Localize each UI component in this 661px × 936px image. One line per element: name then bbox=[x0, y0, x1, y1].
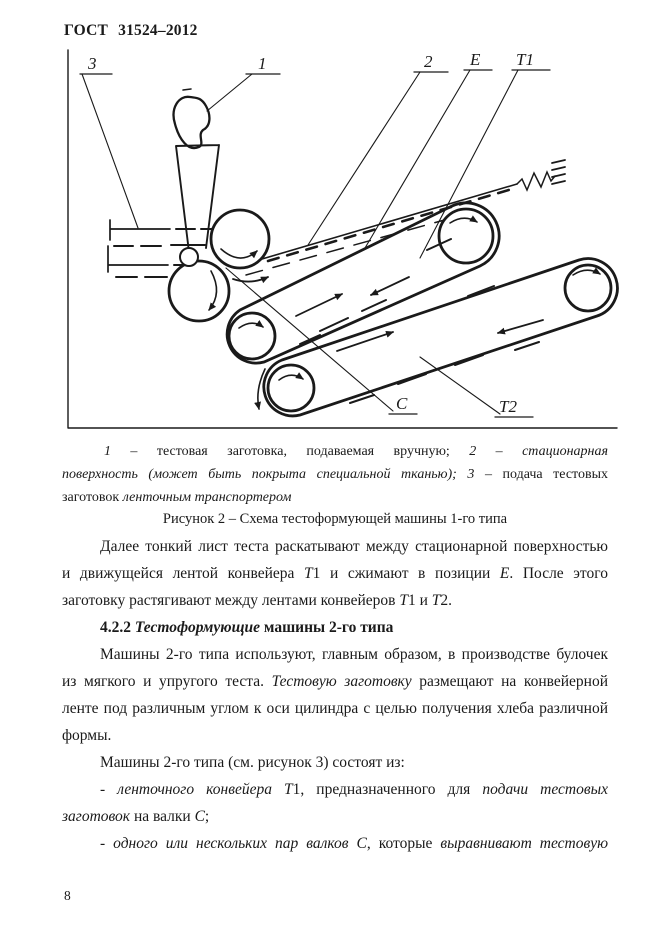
page-number: 8 bbox=[64, 888, 71, 903]
document-header: ГОСТ 31524–2012 bbox=[64, 22, 198, 39]
label-t2: Т2 bbox=[499, 397, 517, 416]
spring-anchor bbox=[551, 159, 566, 185]
figure-labels: 3 1 2 Е Т1 С Т2 bbox=[87, 50, 534, 416]
text-line: Машины 2-го типа используют, главным обр… bbox=[100, 646, 608, 663]
hopper bbox=[175, 144, 220, 253]
roller-t1-left bbox=[227, 311, 277, 361]
belt-t1 bbox=[225, 201, 501, 365]
text-line: и движущейся лентой конвейера Т1 и сжима… bbox=[62, 565, 608, 582]
text-line: заготовок на валки С; bbox=[62, 808, 210, 825]
text-line: 4.2.2 Тестоформующие машины 2-го типа bbox=[100, 619, 394, 636]
tension-spring bbox=[516, 170, 556, 192]
text-line: поверхность (может быть покрыта специаль… bbox=[62, 467, 609, 482]
dough-piece-tick bbox=[182, 88, 192, 91]
label-e: Е bbox=[469, 50, 481, 69]
pressure-roller bbox=[179, 247, 199, 267]
rotation-arrows bbox=[208, 215, 601, 410]
text-line: Машины 2-го типа (см. рисунок 3) состоят… bbox=[100, 754, 405, 771]
text-line: заготовку растягивают между лентами конв… bbox=[62, 592, 453, 609]
figure-frame bbox=[67, 49, 618, 429]
text-line: - ленточного конвейера Т1, предназначенн… bbox=[100, 781, 608, 798]
text-line: формы. bbox=[62, 727, 112, 744]
label-1: 1 bbox=[258, 54, 267, 73]
text-line: Далее тонкий лист теста раскатывают межд… bbox=[100, 538, 608, 555]
label-t1: Т1 bbox=[516, 50, 534, 69]
text-line: ленте под различным углом к оси цилиндра… bbox=[62, 700, 608, 717]
roller-t2-left bbox=[266, 363, 316, 413]
roller-t1-right bbox=[437, 207, 495, 265]
roller-lower bbox=[167, 259, 231, 323]
roller-t2-right bbox=[563, 263, 613, 313]
text-line: 1 – тестовая заготовка, подаваемая вручн… bbox=[104, 444, 608, 459]
body-text: Далее тонкий лист теста раскатывают межд… bbox=[62, 533, 608, 857]
text-line: - одного или нескольких пар валков С, ко… bbox=[100, 835, 609, 852]
label-underlines bbox=[79, 69, 551, 418]
belt-arrows bbox=[232, 276, 544, 352]
label-2: 2 bbox=[424, 52, 433, 71]
figure-title: Рисунок 2 – Схема тестоформующей машины … bbox=[162, 511, 508, 527]
belt-t2 bbox=[262, 257, 619, 418]
leader-lines bbox=[81, 69, 519, 415]
dough-piece bbox=[172, 95, 211, 150]
text-line: заготовок ленточным транспортером bbox=[62, 490, 292, 505]
stationary-surface bbox=[245, 183, 518, 276]
label-3: 3 bbox=[87, 54, 97, 73]
text-line: из мягкого и упругого теста. Тестовую за… bbox=[62, 673, 608, 690]
figure-2-diagram: 3 1 2 Е Т1 С Т2 bbox=[67, 49, 619, 429]
roller-upper bbox=[209, 208, 271, 270]
figure-caption: 1 – тестовая заготовка, подаваемая вручн… bbox=[62, 440, 608, 509]
label-c: С bbox=[396, 394, 408, 413]
